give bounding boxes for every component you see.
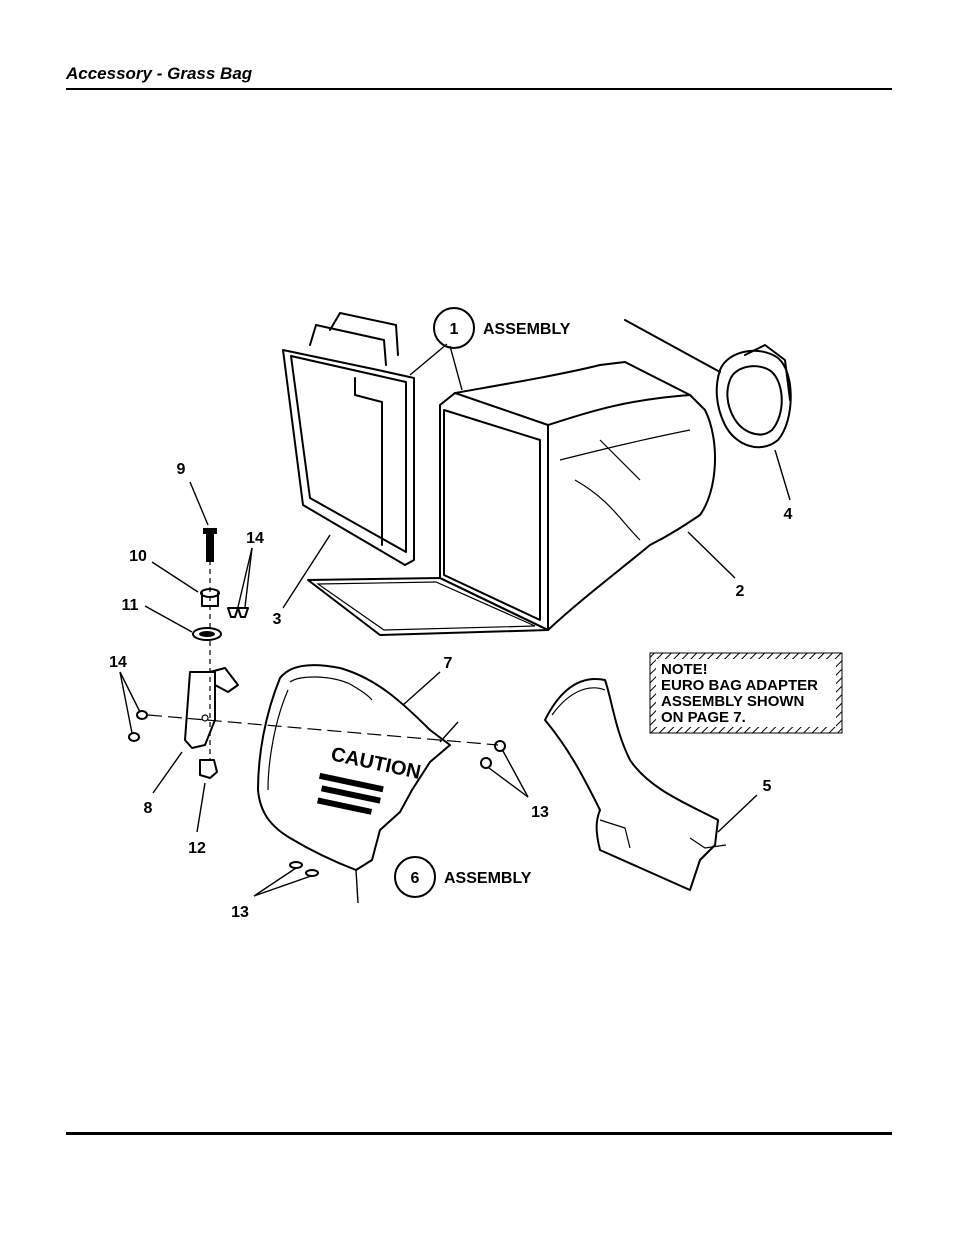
- callout-6: 6: [411, 870, 420, 887]
- callout-9: 9: [177, 461, 186, 478]
- deflector-part-6-7: CAUTION: [257, 664, 459, 904]
- assembly-label-1: ASSEMBLY: [483, 321, 571, 338]
- note-line-2: EURO BAG ADAPTER: [661, 677, 818, 694]
- callout-14-upper: 14: [246, 530, 264, 547]
- bracket-part-8: [184, 667, 239, 749]
- note-box: NOTE! EURO BAG ADAPTER ASSEMBLY SHOWN ON…: [649, 652, 843, 734]
- page-title: Accessory - Grass Bag: [66, 64, 253, 83]
- callout-circle-6: [394, 856, 436, 898]
- note-line-3: ASSEMBLY SHOWN: [661, 693, 804, 710]
- callout-4: 4: [784, 506, 793, 523]
- caution-decal: CAUTION: [329, 743, 423, 783]
- callout-2: 2: [736, 583, 745, 600]
- callout-13-right: 13: [531, 804, 549, 821]
- callout-circle-1: [433, 307, 475, 349]
- callout-12: 12: [188, 840, 206, 857]
- callout-11: 11: [122, 597, 139, 614]
- assembly-label-6: ASSEMBLY: [444, 870, 532, 887]
- callout-14-left: 14: [109, 654, 127, 671]
- callout-10: 10: [129, 548, 147, 565]
- wire-frame-part-3: [282, 312, 415, 566]
- bolt-part-9: [203, 528, 217, 562]
- bag-ring-part-4: [624, 319, 792, 449]
- screws-part-14-left: [128, 710, 148, 742]
- grass-bag-part-2: [307, 361, 717, 636]
- screws-part-14-upper: [227, 607, 249, 618]
- callout-3: 3: [273, 611, 282, 628]
- page-header: Accessory - Grass Bag: [66, 64, 892, 90]
- nut-part-12: [199, 759, 218, 779]
- washer-part-11: [192, 627, 222, 641]
- note-line-1: NOTE!: [661, 661, 708, 678]
- note-line-4: ON PAGE 7.: [661, 709, 746, 726]
- chute-adapter-part-5: [544, 678, 727, 891]
- callout-13-bottom: 13: [231, 904, 249, 921]
- callout-7: 7: [444, 655, 453, 672]
- page-footer-rule: [66, 1132, 892, 1135]
- callout-1: 1: [450, 321, 459, 338]
- callout-5: 5: [763, 778, 772, 795]
- callout-8: 8: [144, 800, 153, 817]
